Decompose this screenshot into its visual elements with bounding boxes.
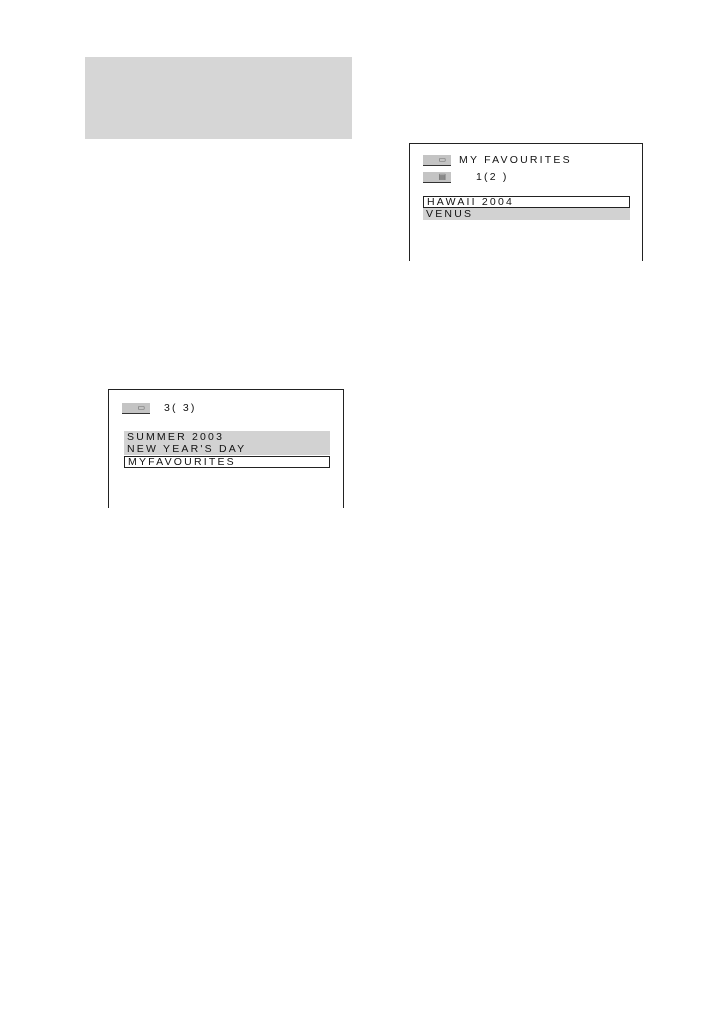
list-item[interactable]: NEW YEAR'S DAY [124, 443, 330, 455]
osd-screen-file-list: ▭ MY FAVOURITES ▤ 1(2 ) HAWAII 2004 VENU… [409, 143, 643, 261]
list-item-selected[interactable]: HAWAII 2004 [423, 196, 630, 208]
osd-screen-folder-list: ▭ 3( 3) SUMMER 2003 NEW YEAR'S DAY MYFAV… [108, 389, 344, 508]
folder-title: MY FAVOURITES [459, 154, 572, 166]
folder-counter-line: ▭ 3( 3) [122, 402, 197, 414]
folder-icon: ▭ [423, 154, 451, 166]
file-counter: 1(2 ) [476, 171, 509, 183]
list-item-selected[interactable]: MYFAVOURITES [124, 456, 330, 468]
folder-title-line: ▭ MY FAVOURITES [423, 154, 572, 166]
folder-counter: 3( 3) [164, 402, 197, 414]
list-item[interactable]: VENUS [423, 208, 630, 220]
file-counter-line: ▤ 1(2 ) [423, 171, 509, 183]
folder-icon: ▭ [122, 402, 150, 414]
file-icon: ▤ [423, 171, 451, 183]
header-box [85, 57, 352, 139]
list-item[interactable]: SUMMER 2003 [124, 431, 330, 443]
